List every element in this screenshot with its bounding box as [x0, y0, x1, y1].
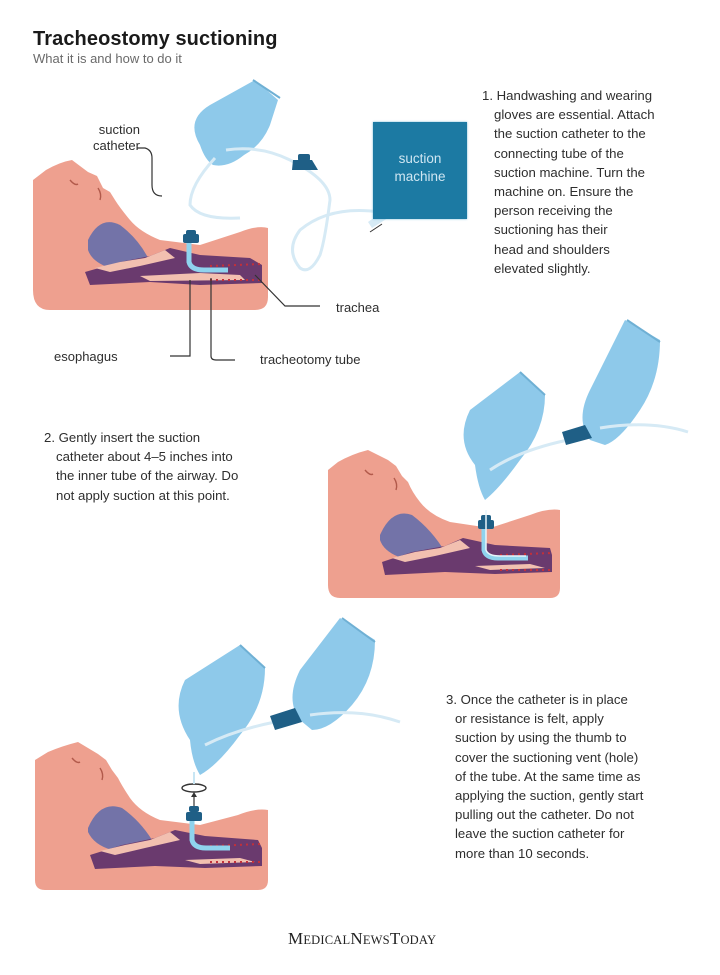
step-1-line: connecting tube of the — [494, 145, 624, 161]
logo-part: ODAY — [400, 933, 437, 947]
medical-news-today-logo: MEDICALNEWSTODAY — [288, 929, 436, 949]
step-1-line: suction machine. Turn the — [494, 164, 646, 180]
suction-machine-box: suction machine — [373, 122, 467, 219]
step-3-line: of the tube. At the same time as — [455, 768, 641, 784]
logo-part: EDICAL — [303, 933, 351, 947]
step-3-line: 3. Once the catheter is in place — [446, 692, 628, 707]
logo-part: N — [350, 929, 363, 948]
step-1-line: elevated slightly. — [494, 260, 591, 276]
step-2-text: 2. Gently insert the suction catheter ab… — [44, 428, 304, 505]
tracheotomy-tube-2 — [478, 510, 528, 561]
glove-hand-3-right — [292, 617, 376, 730]
patient-body-3 — [35, 742, 268, 890]
step-3-line: or resistance is felt, apply — [455, 711, 604, 727]
step-1-text: 1. Handwashing and wearing gloves are es… — [482, 86, 712, 278]
glove-hand-2-right — [582, 319, 661, 445]
page-subtitle: What it is and how to do it — [33, 51, 182, 66]
suction-vent-connector-1 — [292, 154, 318, 170]
tracheotomy-tube-3 — [186, 806, 230, 851]
label-suction-catheter-line1: suction — [98, 122, 140, 137]
step-1-line: person receiving the — [494, 203, 613, 219]
glove-hand-2-left — [463, 371, 546, 500]
step-2-line: catheter about 4–5 inches into — [56, 449, 233, 465]
label-tracheotomy-tube: tracheotomy tube — [260, 352, 361, 367]
step-1-line: suctioning has their — [494, 222, 608, 238]
suction-vent-connector-2 — [562, 425, 592, 445]
label-suction-catheter: suction catheter — [84, 122, 140, 154]
step-2-line: not apply suction at this point. — [56, 487, 230, 503]
label-trachea: trachea — [336, 300, 380, 315]
patient-body-2 — [328, 450, 560, 598]
step-1-line: the suction catheter to the — [494, 126, 646, 142]
step-3-text: 3. Once the catheter is in place or resi… — [446, 690, 716, 863]
step-1-line: head and shoulders — [494, 241, 610, 257]
glove-hand-1 — [194, 79, 281, 166]
label-suction-catheter-line2: catheter — [93, 138, 140, 153]
step-3-line: more than 10 seconds. — [455, 845, 590, 861]
step-2-line: 2. Gently insert the suction — [44, 430, 201, 445]
logo-part: T — [389, 929, 401, 948]
step-1-line: 1. Handwashing and wearing — [482, 88, 653, 103]
glove-hand-3-left — [178, 644, 266, 775]
step-1-line: machine on. Ensure the — [494, 184, 634, 200]
step-3-line: leave the suction catheter for — [455, 826, 625, 842]
logo-part: M — [288, 929, 304, 948]
step-2-line: the inner tube of the airway. Do — [56, 468, 239, 484]
step-3-line: suction by using the thumb to — [455, 730, 627, 746]
label-esophagus: esophagus — [54, 349, 118, 364]
rotation-arrow-icon — [181, 772, 207, 806]
suction-machine-label-line1: suction — [398, 151, 442, 166]
suction-machine-label-line2: machine — [394, 169, 446, 184]
step-3-line: cover the suctioning vent (hole) — [455, 749, 639, 765]
tracheotomy-tube-1 — [183, 230, 228, 273]
suction-vent-connector-3 — [270, 708, 302, 730]
step-3-line: pulling out the catheter. Do not — [455, 807, 634, 823]
logo-part: EWS — [362, 933, 390, 947]
step-1-line: gloves are essential. Attach — [494, 107, 655, 123]
page-title: Tracheostomy suctioning — [33, 28, 278, 50]
step-3-line: applying the suction, gently start — [455, 788, 644, 804]
